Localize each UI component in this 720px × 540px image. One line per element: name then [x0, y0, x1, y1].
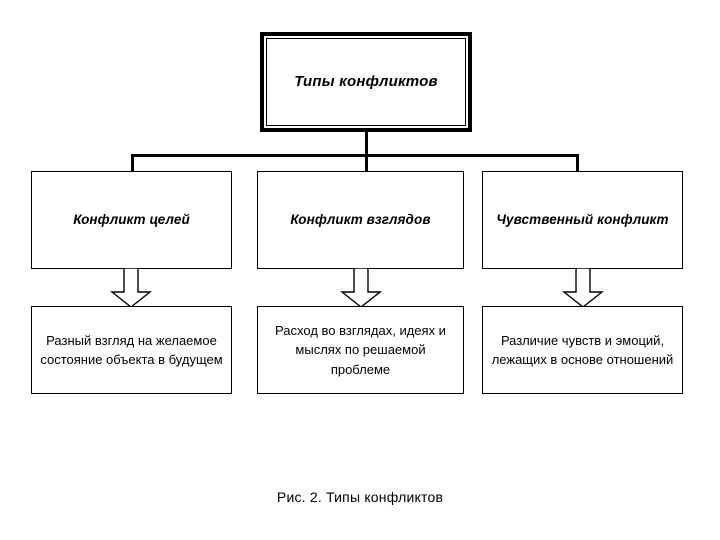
connector-drop-sensory [576, 154, 579, 172]
type-node-sensory: Чувственный конфликт [482, 171, 683, 269]
root-node-label: Типы конфликтов [294, 72, 438, 90]
description-node-goals: Разный взгляд на желаемое состояние объе… [31, 306, 232, 394]
figure-caption: Рис. 2. Типы конфликтов [276, 489, 444, 505]
description-node-sensory-text: Различие чувств и эмоций, лежащих в осно… [491, 332, 674, 368]
connector-drop-views [365, 154, 368, 172]
connector-drop-goals [131, 154, 134, 172]
type-node-goals: Конфликт целей [31, 171, 232, 269]
root-node-types-of-conflicts: Типы конфликтов [260, 32, 472, 132]
arrow-down-icon-views [339, 268, 383, 308]
type-node-views-label: Конфликт взглядов [290, 211, 431, 227]
description-node-views-text: Расход во взглядах, идеях и мыслях по ре… [275, 322, 446, 377]
description-node-goals-text: Разный взгляд на желаемое состояние объе… [40, 332, 223, 368]
description-node-views: Расход во взглядах, идеях и мыслях по ре… [257, 306, 464, 394]
arrow-down-icon-sensory [561, 268, 605, 308]
connector-bus [131, 154, 579, 157]
type-node-goals-label: Конфликт целей [73, 211, 190, 227]
description-node-sensory: Различие чувств и эмоций, лежащих в осно… [482, 306, 683, 394]
connector-root-stem [365, 132, 368, 157]
type-node-sensory-label: Чувственный конфликт [496, 211, 669, 227]
arrow-down-icon-goals [109, 268, 153, 308]
type-node-views: Конфликт взглядов [257, 171, 464, 269]
